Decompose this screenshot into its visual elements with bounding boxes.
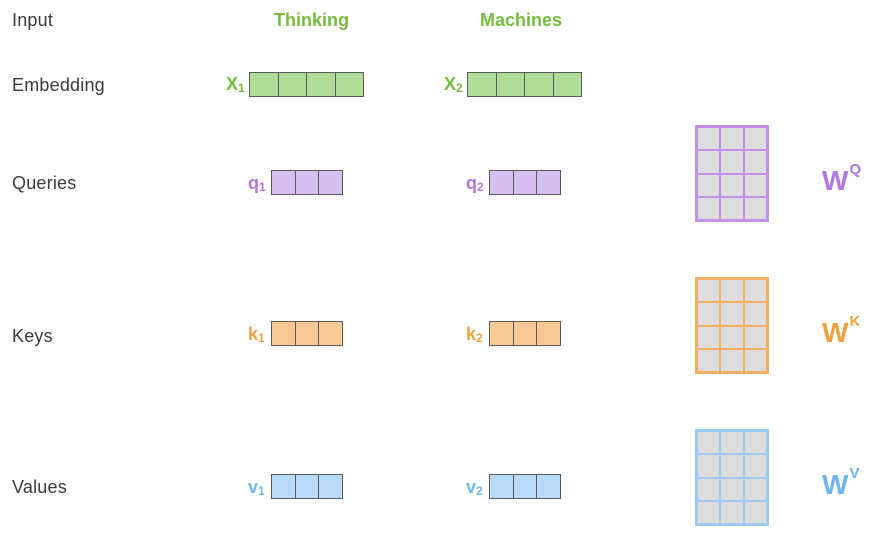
query-vector-q1 — [271, 170, 343, 195]
query-label-q2: q2 — [466, 173, 484, 194]
key-vector-k2 — [489, 321, 561, 346]
row-label-queries: Queries — [12, 173, 77, 193]
key-vector-k1 — [271, 321, 343, 346]
embedding-label-x2: X2 — [444, 74, 463, 95]
weight-matrix-query — [695, 125, 769, 222]
weight-label-wv: WV — [822, 465, 860, 500]
value-vector-v1 — [271, 474, 343, 499]
row-label-values: Values — [12, 477, 67, 497]
row-label-embedding: Embedding — [12, 75, 105, 95]
row-label-input: Input — [12, 10, 54, 30]
weight-matrix-key — [695, 277, 769, 374]
input-word-thinking: Thinking — [274, 10, 349, 30]
key-label-k2: k2 — [466, 324, 483, 345]
input-word-machines: Machines — [480, 10, 563, 30]
weight-matrix-value — [695, 429, 769, 526]
value-label-v1: v1 — [248, 477, 265, 498]
value-label-v2: v2 — [466, 477, 483, 498]
row-label-keys: Keys — [12, 326, 53, 346]
query-vector-q2 — [489, 170, 561, 195]
value-vector-v2 — [489, 474, 561, 499]
key-label-k1: k1 — [248, 324, 265, 345]
weight-label-wk: WK — [822, 313, 861, 348]
weight-label-wq: WQ — [822, 161, 862, 196]
embedding-vector-x2 — [467, 72, 582, 97]
embedding-vector-x1 — [249, 72, 364, 97]
embedding-label-x1: X1 — [226, 74, 245, 95]
query-label-q1: q1 — [248, 173, 266, 194]
